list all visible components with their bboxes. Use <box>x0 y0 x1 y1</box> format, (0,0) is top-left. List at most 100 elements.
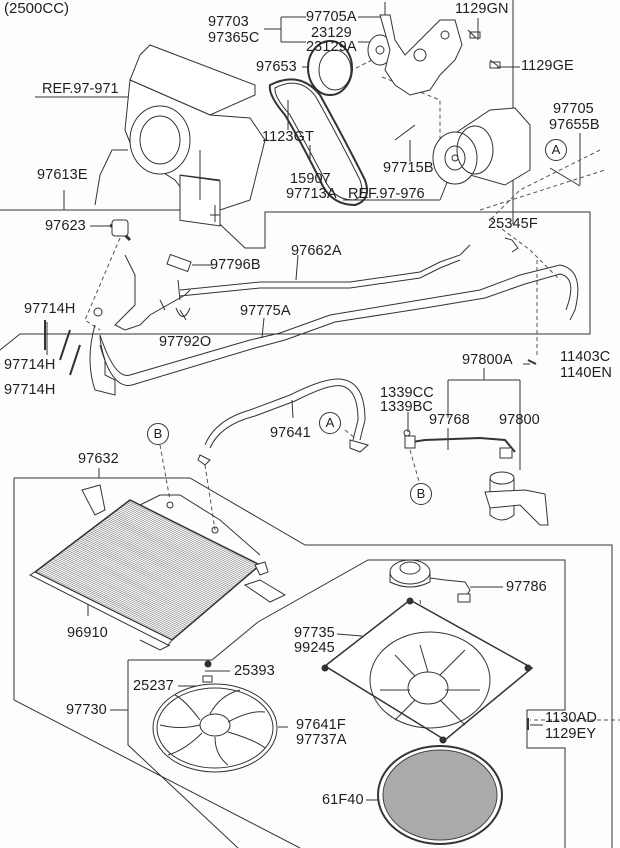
condenser-fin <box>41 566 179 636</box>
part-label-97737A[interactable]: 97737A <box>296 732 347 748</box>
cooling-fan <box>152 660 278 773</box>
part-label-61F40[interactable]: 61F40 <box>322 792 364 808</box>
condenser-fin <box>126 502 258 568</box>
condenser-fin <box>82 535 217 603</box>
condenser-fin <box>83 534 218 602</box>
part-label-97800A[interactable]: 97800A <box>462 352 513 368</box>
condenser-fin <box>110 514 243 581</box>
part-label-11403C[interactable]: 11403C <box>560 349 611 365</box>
part-label-97632[interactable]: 97632 <box>78 451 119 467</box>
condenser-fin <box>96 524 230 592</box>
idler-pulley <box>307 34 393 96</box>
condenser-fin <box>102 520 236 587</box>
condenser-fin <box>90 529 224 597</box>
part-label-97714H-1[interactable]: 97714H <box>24 301 76 317</box>
part-label-1140EN[interactable]: 1140EN <box>560 365 612 381</box>
condenser-fin <box>104 518 237 586</box>
part-label-97796B[interactable]: 97796B <box>210 257 261 273</box>
part-label-97792O[interactable]: 97792O <box>159 334 212 350</box>
part-label-15907[interactable]: 15907 <box>290 171 331 187</box>
part-label-97655B[interactable]: 97655B <box>549 117 600 133</box>
part-label-97730[interactable]: 97730 <box>66 702 107 718</box>
part-label-97641F[interactable]: 97641F <box>296 717 346 733</box>
part-label-97641[interactable]: 97641 <box>270 425 311 441</box>
condenser <box>28 484 287 651</box>
part-label-97713A[interactable]: 97713A <box>286 186 337 202</box>
part-label-97714H-3[interactable]: 97714H <box>4 382 56 398</box>
condenser-fin <box>53 557 190 626</box>
part-label-97365C[interactable]: 97365C <box>208 30 260 46</box>
condenser-fin <box>50 559 187 628</box>
ref-label-97-971[interactable]: REF.97-971 <box>42 81 119 97</box>
condenser-fin <box>120 506 252 573</box>
part-label-97705A[interactable]: 97705A <box>306 9 357 25</box>
condenser-fin <box>44 564 181 633</box>
part-label-97703[interactable]: 97703 <box>208 14 249 30</box>
part-label-96910[interactable]: 96910 <box>67 625 108 641</box>
condenser-fin <box>85 533 220 601</box>
part-label-25345F[interactable]: 25345F <box>488 216 538 232</box>
part-label-97714H-2[interactable]: 97714H <box>4 357 56 373</box>
callout-b-condenser[interactable]: B <box>147 423 169 445</box>
ref-label-97-976[interactable]: REF.97-976 <box>348 186 425 202</box>
part-label-97786[interactable]: 97786 <box>506 579 547 595</box>
hvac-unit <box>94 44 266 227</box>
part-label-97705[interactable]: 97705 <box>553 101 594 117</box>
part-label-23129A[interactable]: 23129A <box>306 39 357 55</box>
condenser-fin <box>95 526 228 593</box>
refrigerant-lines <box>44 219 579 396</box>
condenser-fin <box>72 542 208 611</box>
condenser-fin <box>115 510 247 577</box>
part-label-97623[interactable]: 97623 <box>45 218 86 234</box>
liquid-line <box>403 429 516 459</box>
condenser-fin <box>121 505 253 572</box>
condenser-fin <box>60 552 196 621</box>
part-label-97800[interactable]: 97800 <box>499 412 540 428</box>
part-label-97613E[interactable]: 97613E <box>37 167 88 183</box>
condenser-fin <box>49 560 186 630</box>
part-label-97735[interactable]: 97735 <box>294 625 335 641</box>
part-label-1129GN[interactable]: 1129GN <box>455 1 509 17</box>
condenser-fin <box>106 517 239 585</box>
condenser-fin <box>98 523 231 591</box>
condenser-fin <box>55 556 192 625</box>
part-label-99245[interactable]: 99245 <box>294 640 335 656</box>
part-label-1123GT[interactable]: 1123GT <box>262 129 314 145</box>
part-label-23129[interactable]: 23129 <box>311 25 352 41</box>
fan-shroud <box>321 597 534 744</box>
condenser-fin <box>114 511 246 578</box>
part-label-97662A[interactable]: 97662A <box>291 243 342 259</box>
condenser-fin <box>58 553 195 622</box>
condenser-fin <box>118 508 250 575</box>
part-label-1130AD[interactable]: 1130AD <box>545 710 597 726</box>
fan-motor <box>389 559 471 603</box>
part-label-25393[interactable]: 25393 <box>234 663 275 679</box>
condenser-fin <box>79 538 214 606</box>
condenser-fin <box>61 551 198 620</box>
part-label-97775A[interactable]: 97775A <box>240 303 291 319</box>
callout-b-liquid-line[interactable]: B <box>410 483 432 505</box>
condenser-fin <box>66 547 202 616</box>
part-label-1129GE[interactable]: 1129GE <box>521 58 574 74</box>
diagram-title: (2500CC) <box>4 0 70 17</box>
condenser-fin <box>45 563 183 632</box>
condenser-fin <box>87 532 221 600</box>
part-label-25237[interactable]: 25237 <box>133 678 174 694</box>
condenser-fin <box>123 504 255 571</box>
part-label-97653[interactable]: 97653 <box>256 59 297 75</box>
part-label-97715B[interactable]: 97715B <box>383 160 434 176</box>
part-label-1129EY[interactable]: 1129EY <box>545 726 597 742</box>
part-label-1339BC[interactable]: 1339BC <box>380 399 433 415</box>
condenser-fin <box>76 540 211 608</box>
condenser-fin <box>57 554 193 623</box>
condenser-fin <box>74 541 209 610</box>
mesh-guard <box>377 745 503 845</box>
callout-a-hose[interactable]: A <box>319 412 341 434</box>
part-label-1339CC[interactable]: 1339CC <box>380 385 434 401</box>
condenser-fin <box>36 570 174 640</box>
callout-a-compressor[interactable]: A <box>545 139 567 161</box>
condenser-fin <box>80 536 215 605</box>
part-label-97768[interactable]: 97768 <box>429 412 470 428</box>
